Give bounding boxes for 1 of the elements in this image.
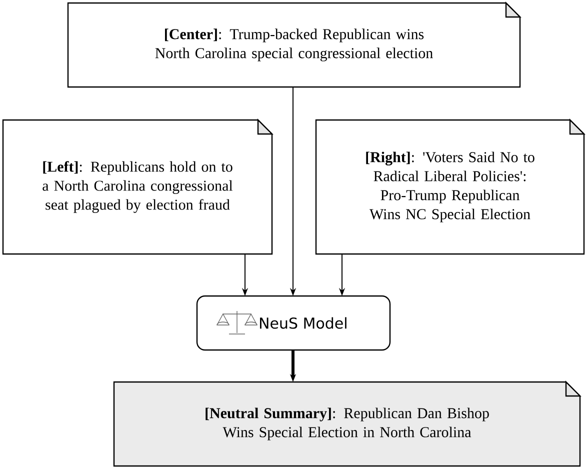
model-box: NeuS Model [196,295,391,351]
